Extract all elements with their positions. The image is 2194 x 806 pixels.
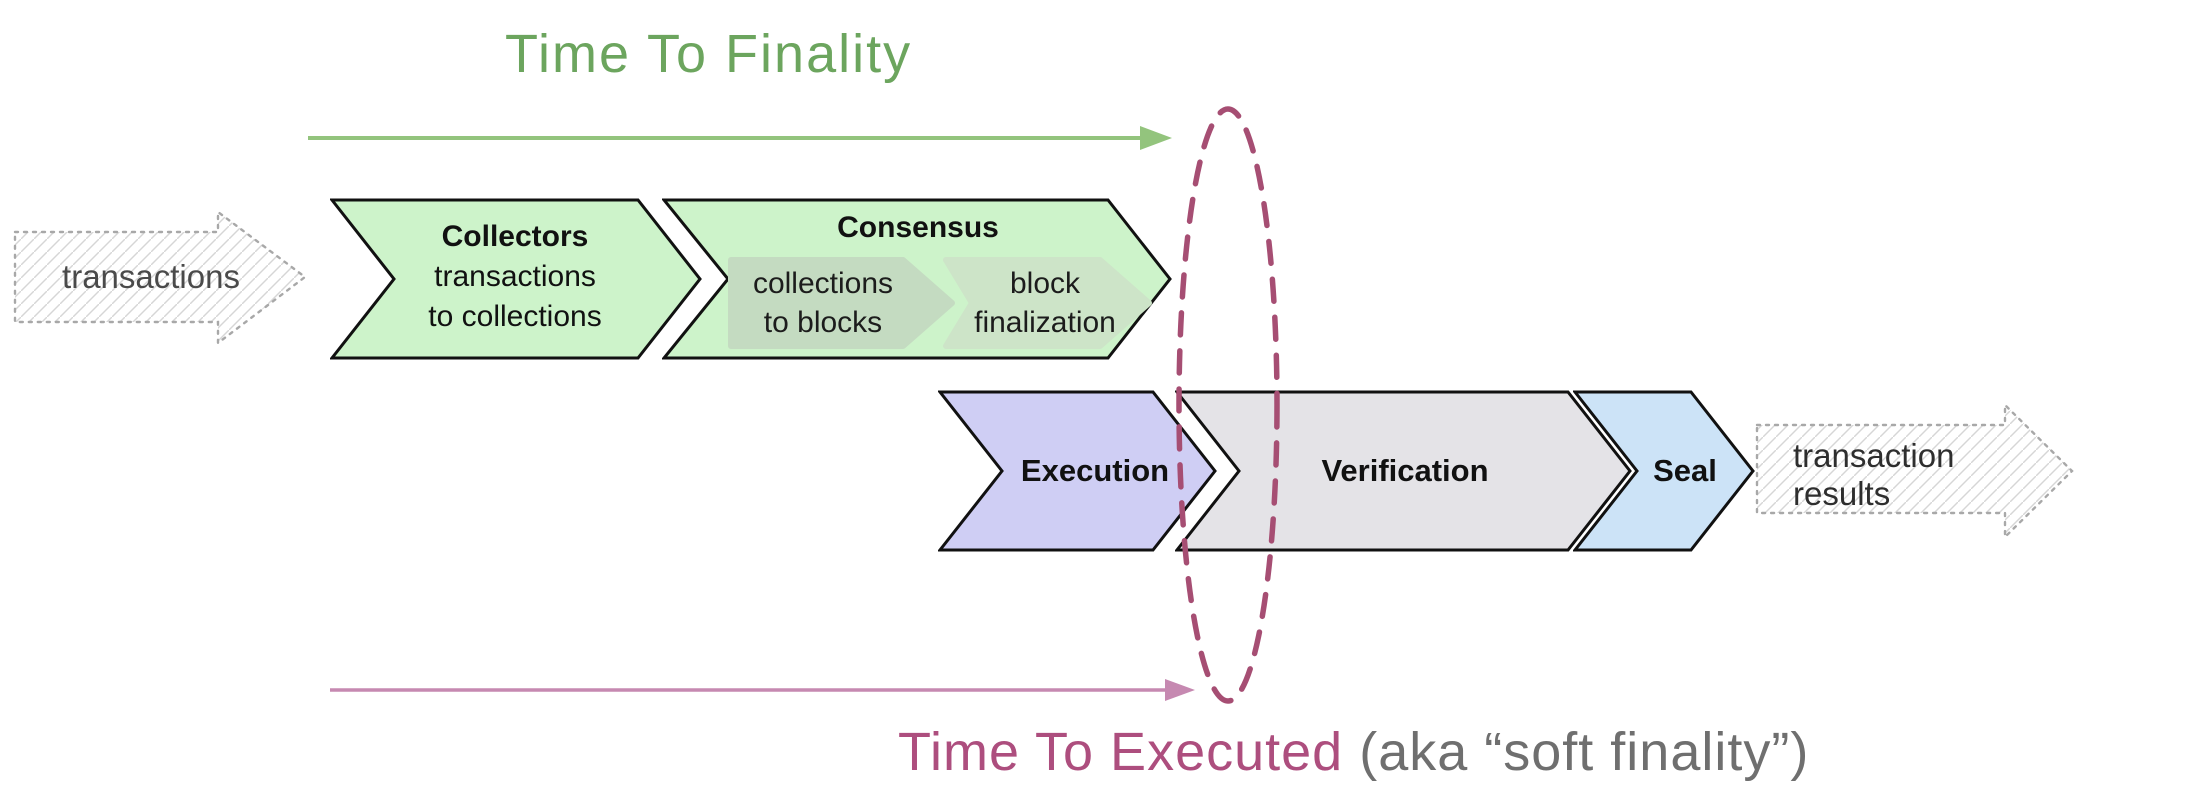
execution-chevron bbox=[938, 390, 1217, 552]
seal-chevron bbox=[1573, 390, 1755, 552]
output-arrow-shape bbox=[1755, 402, 2074, 540]
consensus-sub2-line1: block bbox=[1009, 267, 1081, 300]
results-output-arrow-icon bbox=[1755, 402, 2074, 540]
green-arrow-head bbox=[1140, 126, 1172, 150]
output-label-line2: results bbox=[1793, 475, 1891, 512]
collectors-title: Collectors bbox=[441, 220, 589, 253]
collectors-chevron-shape bbox=[330, 198, 702, 360]
input-arrow-label: transactions bbox=[62, 258, 240, 295]
consensus-sub2-chevron bbox=[943, 257, 1152, 349]
seal-label: Seal bbox=[1653, 453, 1717, 488]
collectors-line1: transactions bbox=[434, 260, 596, 293]
collectors-text: Collectors transactions to collections bbox=[392, 217, 638, 337]
pink-arrow-head bbox=[1165, 679, 1195, 701]
verification-chevron bbox=[1175, 390, 1632, 552]
consensus-title: Consensus bbox=[837, 211, 999, 244]
consensus-sub2-line2: finalization bbox=[974, 306, 1116, 339]
verification-label: Verification bbox=[1321, 453, 1489, 488]
time-to-executed-arrow-icon bbox=[330, 679, 1195, 701]
time-to-finality-title: Time To Finality bbox=[505, 24, 913, 84]
dashed-ellipse-shape bbox=[1176, 106, 1280, 704]
consensus-sub2-shape bbox=[943, 257, 1152, 349]
consensus-sub1-chevron bbox=[728, 257, 955, 349]
consensus-sub1-line2: to blocks bbox=[763, 306, 883, 339]
finality-boundary-ellipse-icon bbox=[1176, 106, 1280, 704]
transactions-input-arrow-icon bbox=[13, 209, 307, 346]
seal-chevron-shape bbox=[1573, 390, 1755, 552]
time-to-finality-arrow-icon bbox=[308, 126, 1172, 150]
execution-label: Execution bbox=[1020, 453, 1170, 488]
output-label-line1: transaction bbox=[1793, 437, 1955, 474]
consensus-sub1-text: collections to blocks bbox=[733, 264, 913, 342]
input-arrow-shape bbox=[13, 209, 307, 346]
collectors-chevron bbox=[330, 198, 702, 360]
consensus-sub2-text: block finalization bbox=[960, 264, 1130, 342]
soft-finality-note: (aka “soft finality”) bbox=[1359, 722, 1810, 782]
execution-chevron-shape bbox=[938, 390, 1217, 552]
consensus-sub1-shape bbox=[728, 257, 955, 349]
collectors-line2: to collections bbox=[428, 300, 602, 333]
consensus-sub1-line1: collections bbox=[752, 267, 894, 300]
time-to-executed-title: Time To Executed bbox=[898, 722, 1344, 782]
time-to-executed-caption: Time To Executed (aka “soft finality”) bbox=[898, 720, 1809, 784]
output-arrow-label: transaction results bbox=[1793, 437, 2073, 513]
verification-chevron-shape bbox=[1175, 390, 1632, 552]
